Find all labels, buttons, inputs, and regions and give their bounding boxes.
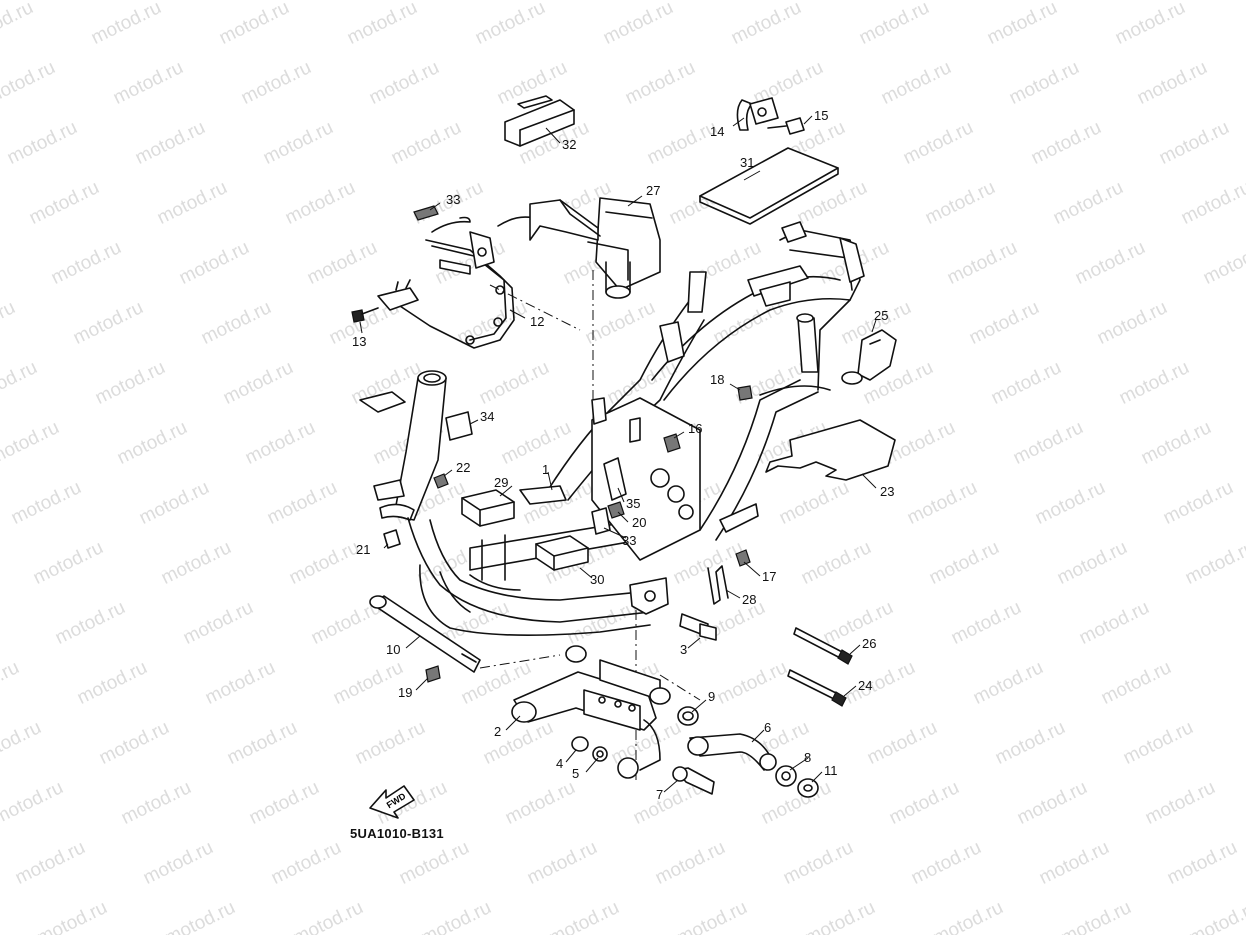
- callout-24: 24: [858, 678, 873, 693]
- callout-31: 31: [740, 155, 755, 170]
- callout-12: 12: [530, 314, 545, 329]
- callout-27: 27: [646, 183, 661, 198]
- damper-part-33-lower: [591, 507, 611, 535]
- engine-bracket-left-part: [511, 645, 671, 779]
- nut-part-16: [663, 433, 681, 453]
- callout-14: 14: [710, 124, 725, 139]
- nut-part-22: [433, 473, 449, 489]
- washer-part-5: [592, 746, 608, 762]
- callout-23: 23: [880, 484, 895, 499]
- holder-part: [497, 197, 661, 299]
- nut-part-19: [425, 665, 441, 683]
- callout-4: 4: [556, 756, 564, 771]
- callout-28: 28: [742, 592, 757, 607]
- nut-part-17: [735, 549, 751, 567]
- drawing-code: 5UA1010-B131: [350, 826, 444, 841]
- band-part-26: [793, 627, 853, 665]
- callout-11: 11: [824, 763, 838, 778]
- engine-bracket-right-part: [687, 733, 777, 771]
- callout-30: 30: [590, 572, 605, 587]
- callout-3: 3: [680, 642, 688, 657]
- callout-20: 20: [632, 515, 647, 530]
- cover-part-25: [841, 329, 897, 385]
- callout-6: 6: [764, 720, 772, 735]
- bolt-part-15: [767, 117, 805, 135]
- bolt-part-7: [672, 766, 715, 795]
- callout-17: 17: [762, 569, 777, 584]
- callout-18: 18: [710, 372, 725, 387]
- nut-part-18: [737, 385, 753, 401]
- callout-2: 2: [494, 724, 502, 739]
- callout-10: 10: [386, 642, 401, 657]
- callout-26: 26: [862, 636, 877, 651]
- frame-part: [359, 221, 865, 636]
- callout-29: 29: [494, 475, 509, 490]
- callout-33-top: 33: [446, 192, 461, 207]
- callout-33-lower: 33: [622, 533, 637, 548]
- cover-part-32: [504, 95, 575, 147]
- band-part-24: [787, 669, 847, 707]
- damper-part-29: [461, 489, 515, 527]
- callout-9: 9: [708, 689, 716, 704]
- callout-15: 15: [814, 108, 829, 123]
- washer-part-8: [775, 765, 797, 787]
- bracket-part: [377, 216, 515, 349]
- fwd-arrow-icon: FWD: [369, 785, 415, 819]
- callout-34: 34: [480, 409, 495, 424]
- callout-32: 32: [562, 137, 577, 152]
- bushing-part: [571, 736, 589, 752]
- pad-part: [699, 147, 839, 225]
- bolt-part-13: [351, 307, 379, 323]
- damper-part-34: [445, 411, 473, 441]
- callout-22: 22: [456, 460, 471, 475]
- clip-part: [736, 97, 779, 131]
- plate-part: [765, 419, 896, 481]
- callout-1: 1: [542, 462, 550, 477]
- damper-part-33-top: [413, 205, 439, 221]
- callout-13: 13: [352, 334, 367, 349]
- callout-16: 16: [688, 421, 703, 436]
- callout-35: 35: [626, 496, 641, 511]
- nut-part-11: [797, 778, 819, 798]
- clamp-part: [707, 565, 729, 605]
- damper-part-35: [603, 457, 627, 501]
- callout-8: 8: [804, 750, 812, 765]
- bolt-part-3: [679, 613, 717, 641]
- pivot-shaft-part: [369, 595, 481, 673]
- callout-19: 19: [398, 685, 413, 700]
- leader-lines: [359, 115, 877, 793]
- damper-part-30: [535, 535, 589, 571]
- callout-5: 5: [572, 766, 580, 781]
- callout-21: 21: [356, 542, 371, 557]
- callout-7: 7: [656, 787, 664, 802]
- nut-part-21: [383, 529, 401, 549]
- callout-25: 25: [874, 308, 889, 323]
